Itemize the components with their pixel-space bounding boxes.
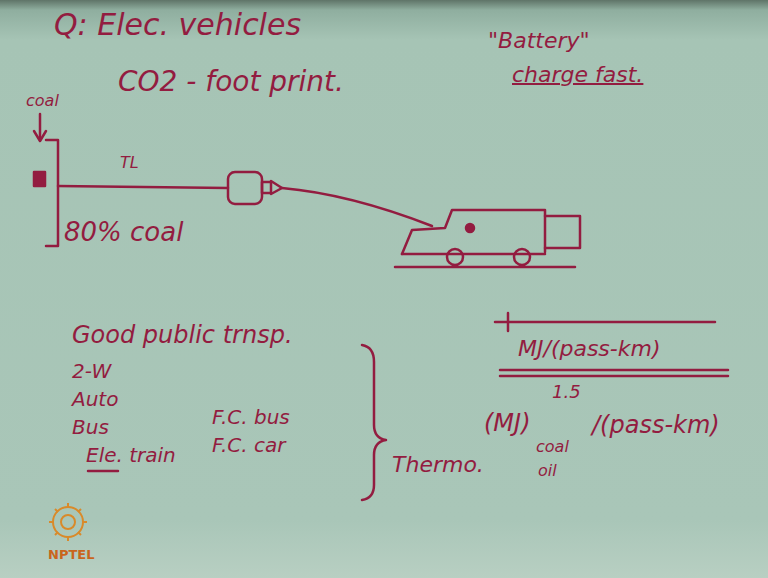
plug <box>262 182 271 193</box>
underline <box>500 369 728 372</box>
note: charge fast. <box>512 62 643 87</box>
car-rear <box>545 216 580 248</box>
underline <box>88 470 118 473</box>
scale-line <box>495 321 715 324</box>
value-label: 1.5 <box>552 382 581 403</box>
plug-tip <box>271 181 282 194</box>
arrow-head <box>34 131 46 141</box>
wheel <box>514 249 530 265</box>
curly-brace <box>362 345 386 500</box>
question-title: Q: Elec. vehicles <box>54 8 301 43</box>
fuel-label: coal <box>26 92 59 110</box>
wheel <box>447 249 463 265</box>
note: CO2 - foot print. <box>118 66 344 98</box>
list-item: Ele. train <box>86 444 176 467</box>
unit-label: /(pass-km) <box>592 412 720 440</box>
list-item: F.C. car <box>212 434 285 457</box>
car-socket <box>466 224 474 232</box>
note: Thermo. <box>392 452 484 477</box>
plant-bracket <box>46 140 58 246</box>
line-label: TL <box>120 154 139 172</box>
nptel-logo <box>49 503 87 541</box>
unit-label: (MJ) <box>484 410 531 438</box>
list-item: F.C. bus <box>212 406 290 429</box>
heading-note: Good public trnsp. <box>72 322 293 350</box>
charger-box <box>228 172 262 204</box>
unit-label: MJ/(pass-km) <box>518 336 661 361</box>
arrow-line <box>39 114 42 140</box>
scale-tick <box>507 313 510 331</box>
ground-line <box>395 266 575 269</box>
plant-symbol <box>34 172 45 186</box>
charging-cable <box>282 188 432 226</box>
list-item: Auto <box>72 388 118 411</box>
fuel-label: coal <box>536 438 569 456</box>
transmission-line <box>58 186 228 188</box>
logo-text: NPTEL <box>48 548 94 563</box>
note: "Battery" <box>488 28 590 53</box>
list-item: 2-W <box>72 360 111 383</box>
list-item: Bus <box>72 416 109 439</box>
car-floor <box>402 253 545 256</box>
car-body <box>402 210 545 254</box>
fuel-label: oil <box>538 462 557 480</box>
underline <box>500 375 728 378</box>
note: 80% coal <box>64 218 183 248</box>
